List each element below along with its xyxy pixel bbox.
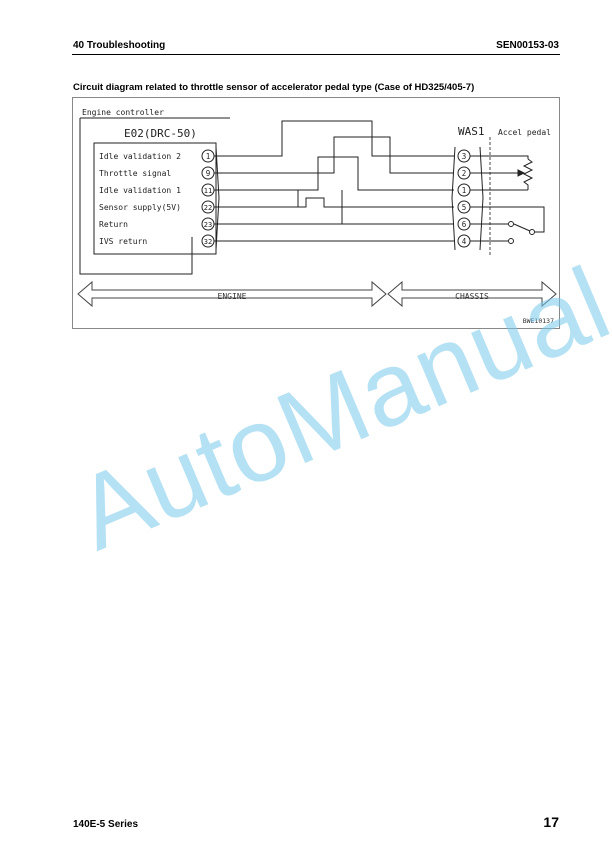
left-pin-9-number: 9 (206, 169, 211, 178)
right-pin-2-number: 2 (462, 169, 467, 178)
figure-caption: Circuit diagram related to throttle sens… (73, 82, 475, 93)
signal-label-return: Return (99, 220, 128, 229)
zone-arrows (77, 280, 557, 308)
engine-zone-arrow (77, 280, 387, 308)
diagram-frame (72, 97, 560, 329)
right-pin-4-number: 4 (462, 237, 467, 246)
signal-label-idle-validation-2: Idle validation 2 (99, 152, 181, 161)
wire-23-to-6 (214, 190, 454, 225)
signal-label-throttle-signal: Throttle signal (99, 169, 171, 178)
left-pin-22-number: 22 (204, 204, 212, 212)
potentiometer (470, 155, 534, 191)
signal-label-sensor-supply: Sensor supply(5V) (99, 203, 181, 212)
right-pin-1-number: 1 (462, 186, 467, 195)
right-pin-3-number: 3 (462, 152, 467, 161)
chassis-zone-label: CHASSIS (455, 292, 489, 301)
circuit-diagram: Engine controller E02(DRC-50) Idle valid… (72, 97, 560, 329)
controller-title: Engine controller (82, 108, 164, 117)
right-pin-5-number: 5 (462, 203, 467, 212)
right-pin-6-number: 6 (462, 220, 467, 229)
left-pin-1-number: 1 (206, 152, 211, 161)
signal-label-idle-validation-1: Idle validation 1 (99, 186, 181, 195)
idle-switch (470, 206, 545, 244)
wire-9-to-2 (214, 136, 454, 174)
wire-22-to-5 (214, 190, 454, 208)
left-pin-32-number: 32 (204, 238, 212, 246)
footer-series: 140E-5 Series (73, 819, 139, 830)
connector-was1-label: WAS1 (458, 125, 485, 138)
wire-11-to-1 (214, 156, 454, 191)
connector-e02-label: E02(DRC-50) (124, 127, 197, 140)
wiring (214, 120, 454, 242)
circuit-diagram-svg: Engine controller E02(DRC-50) Idle valid… (72, 97, 560, 329)
header-rule (72, 54, 560, 55)
connector-e02-box (93, 142, 217, 255)
left-pin-23-number: 23 (204, 221, 212, 229)
engine-zone-label: ENGINE (218, 292, 247, 301)
chassis-zone-arrow (387, 280, 557, 308)
header-doc-code: SEN00153-03 (496, 40, 559, 51)
signal-label-ivs-return: IVS return (99, 237, 147, 246)
header-section: 40 Troubleshooting (73, 40, 166, 51)
controller-outline (79, 118, 193, 275)
left-pin-11-number: 11 (204, 187, 212, 195)
figure-code: BWE10137 (523, 317, 554, 325)
accel-pedal-label: Accel pedal (498, 128, 551, 137)
page-number: 17 (543, 814, 559, 830)
wire-1-to-3 (214, 120, 454, 157)
